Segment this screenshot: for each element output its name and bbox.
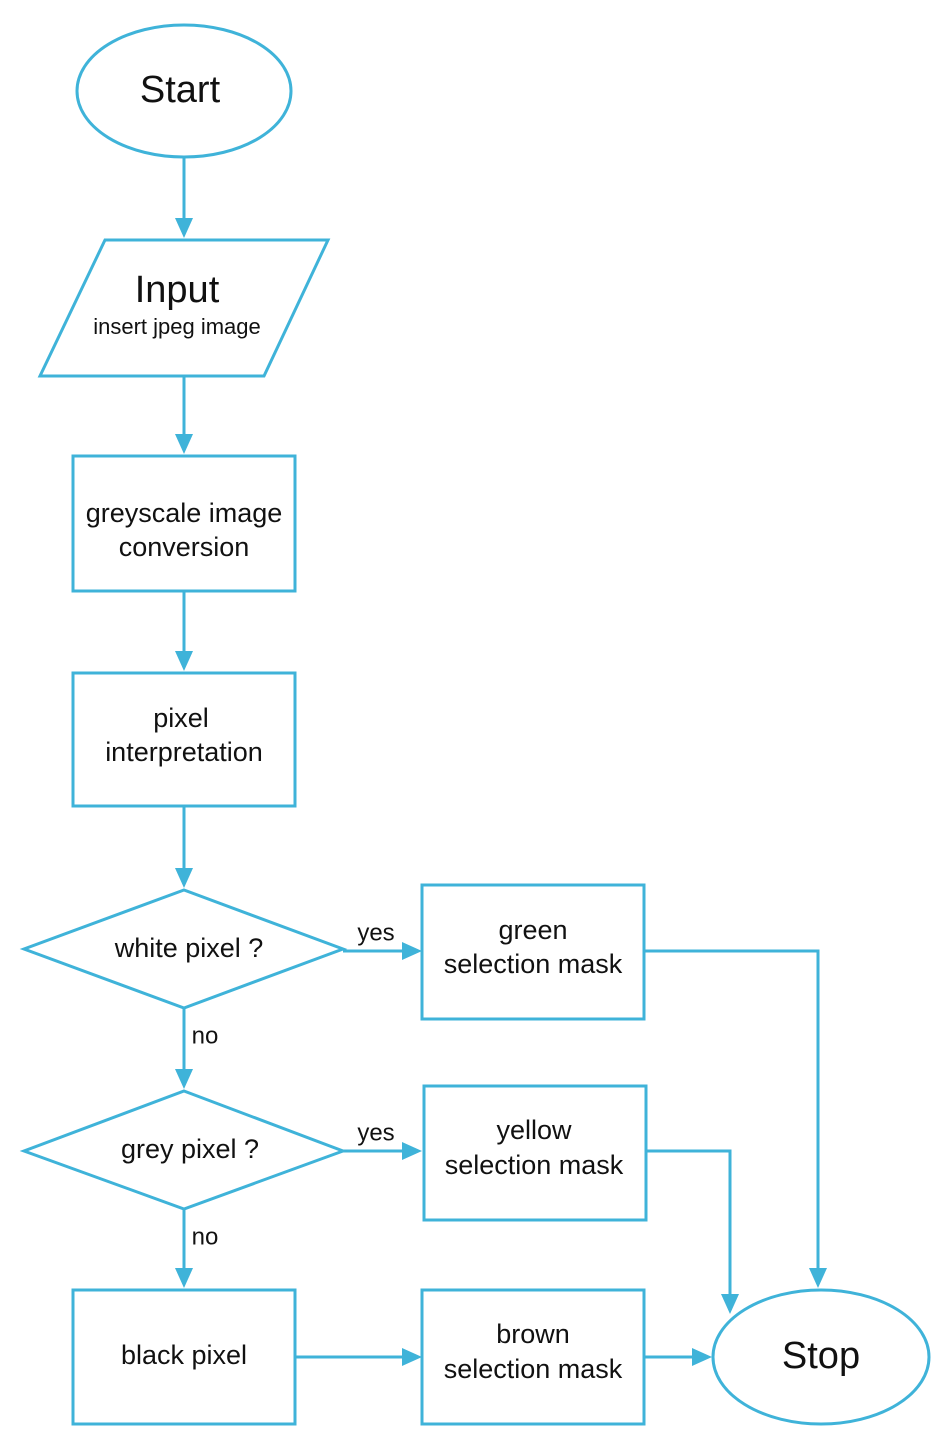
arrow-brown-stop: [692, 1348, 712, 1366]
pixel-interpretation-line2: interpretation: [105, 737, 263, 767]
green-mask-box: [420, 883, 646, 1021]
arrow-white-grey: [175, 1069, 193, 1089]
node-stop: Stop: [711, 1288, 931, 1426]
edge-yellow-stop: [646, 1149, 732, 1298]
greyscale-line1: greyscale image: [86, 498, 283, 528]
greyscale-box: [71, 454, 297, 593]
yellow-mask-line2: selection mask: [445, 1150, 624, 1180]
arrow-yellow-stop: [721, 1294, 739, 1314]
node-green-mask: green selection mask: [420, 883, 646, 1021]
node-greyscale: greyscale image conversion: [71, 454, 297, 593]
input-subtitle: insert jpeg image: [93, 314, 261, 339]
edge-green-stop: [644, 949, 820, 1272]
edges: [175, 158, 827, 1366]
arrow-green-stop: [809, 1268, 827, 1288]
label-white-no: no: [192, 1022, 219, 1049]
pixel-interpretation-line1: pixel: [153, 703, 209, 733]
grey-decision-label: grey pixel ?: [121, 1134, 259, 1164]
black-pixel-box: [71, 1288, 297, 1426]
label-white-yes: yes: [357, 919, 394, 946]
white-decision-diamond: [19, 888, 348, 1010]
node-black-pixel: black pixel: [71, 1288, 297, 1426]
label-grey-yes: yes: [357, 1119, 394, 1146]
node-pixel-interpretation: pixel interpretation: [71, 671, 297, 808]
green-mask-line1: green: [498, 915, 567, 945]
node-input: Input insert jpeg image: [37, 238, 331, 378]
stop-label: Stop: [782, 1335, 860, 1377]
arrow-start-input: [175, 218, 193, 238]
black-pixel-label: black pixel: [121, 1340, 247, 1370]
input-title: Input: [135, 269, 220, 311]
arrow-pixel-white: [175, 868, 193, 888]
start-label: Start: [140, 69, 221, 111]
yellow-mask-box: [422, 1084, 648, 1222]
node-grey-decision: grey pixel ?: [19, 1089, 348, 1211]
yellow-mask-line1: yellow: [496, 1115, 572, 1145]
grey-decision-diamond: [19, 1089, 348, 1211]
brown-mask-box: [420, 1288, 646, 1426]
arrow-black-brown: [402, 1348, 422, 1366]
stop-terminal: [711, 1288, 931, 1426]
node-start: Start: [75, 23, 293, 159]
node-white-decision: white pixel ?: [19, 888, 348, 1010]
greyscale-line2: conversion: [119, 532, 250, 562]
arrow-greyscale-pixel: [175, 651, 193, 671]
node-yellow-mask: yellow selection mask: [422, 1084, 648, 1222]
node-brown-mask: brown selection mask: [420, 1288, 646, 1426]
input-parallelogram: [37, 238, 331, 378]
white-decision-label: white pixel ?: [114, 933, 264, 963]
start-terminal: [75, 23, 293, 159]
arrow-white-green: [402, 942, 422, 960]
brown-mask-line2: selection mask: [444, 1354, 623, 1384]
brown-mask-line1: brown: [496, 1319, 570, 1349]
arrow-grey-black: [175, 1268, 193, 1288]
pixel-interpretation-box: [71, 671, 297, 808]
green-mask-line2: selection mask: [444, 949, 623, 979]
label-grey-no: no: [192, 1223, 219, 1250]
arrow-grey-yellow: [402, 1142, 422, 1160]
arrow-input-greyscale: [175, 434, 193, 454]
